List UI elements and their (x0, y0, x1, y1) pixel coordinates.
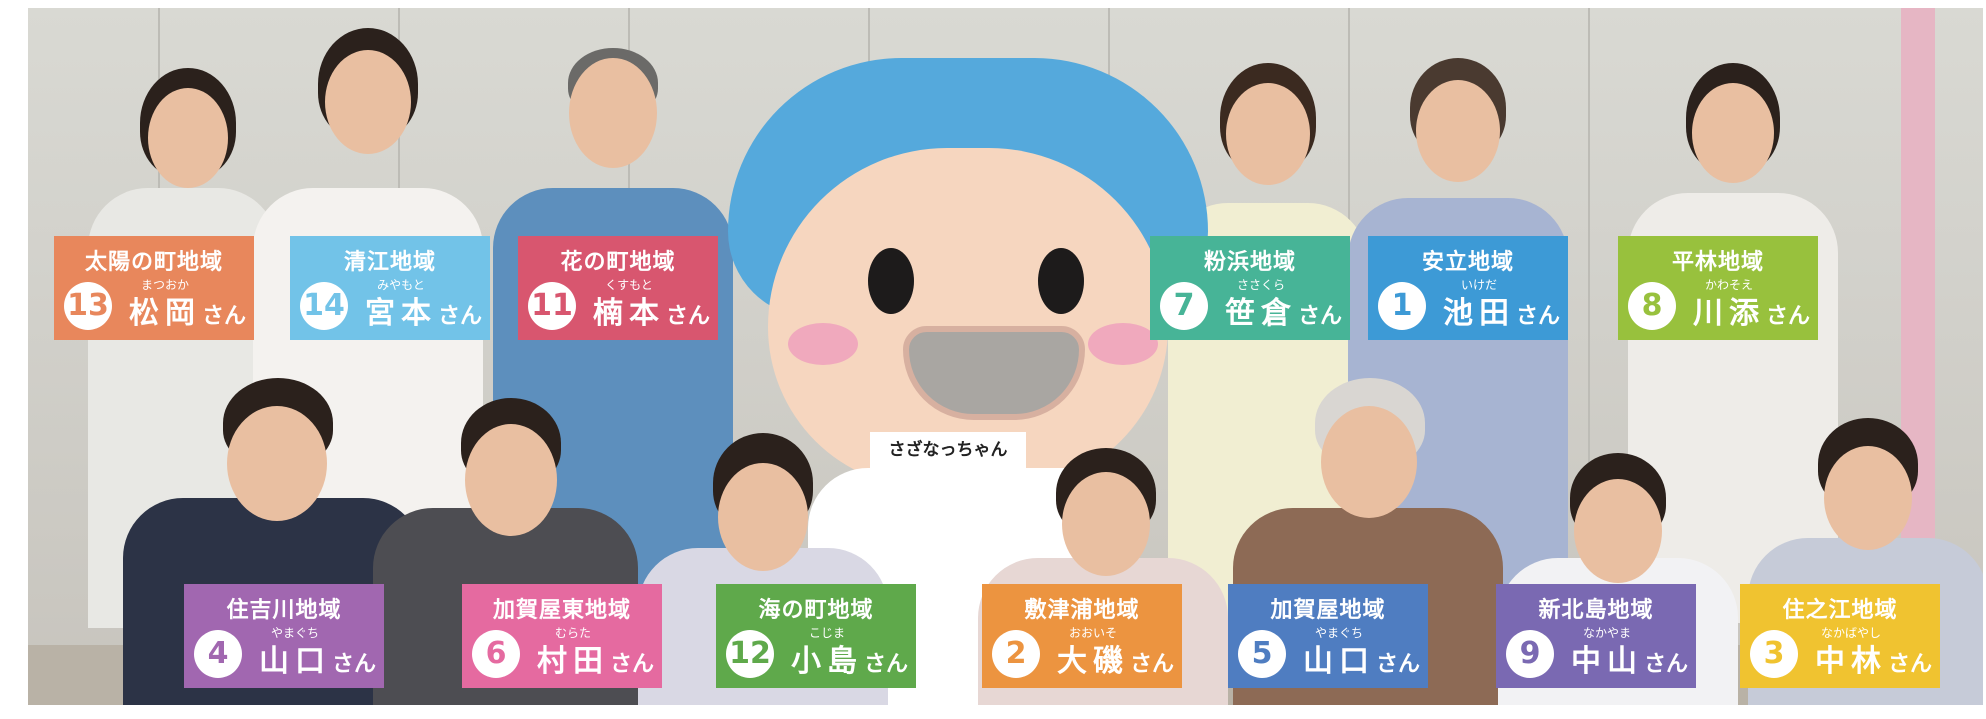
surname: 村田 (537, 644, 609, 679)
mascot-left-cheek (788, 323, 858, 365)
mascot-left-eye (868, 248, 914, 314)
surname: 楠本 (593, 296, 665, 331)
area-name: 敷津浦地域 (1024, 598, 1140, 623)
area-number-badge: 11 (528, 282, 576, 330)
area-number-badge: 3 (1750, 630, 1798, 678)
area-number-badge: 9 (1506, 630, 1554, 678)
area-label-matsuoka: 太陽の町地域 13 まつおか 松岡 さん (54, 236, 254, 340)
honorific: さん (1515, 304, 1560, 329)
area-label-sasakura: 粉浜地域 7 ささくら 笹倉 さん (1150, 236, 1350, 340)
area-name: 平林地域 (1671, 250, 1764, 275)
surname-furigana: まつおか (140, 278, 189, 292)
person-front-3 (638, 433, 888, 705)
area-name: 新北島地域 (1538, 598, 1654, 623)
area-label-kojima: 海の町地域 12 こじま 小島 さん (716, 584, 916, 688)
mascot-right-eye (1038, 248, 1084, 314)
area-label-kawasoe: 平林地域 8 かわそえ 川添 さん (1618, 236, 1818, 340)
surname: 中林 (1815, 644, 1887, 679)
area-name: 加賀屋東地域 (492, 598, 631, 623)
area-label-miyamoto: 清江地域 14 みやもと 宮本 さん (290, 236, 490, 340)
surname-furigana: かわそえ (1704, 278, 1753, 292)
surname: 中山 (1571, 644, 1643, 679)
area-name: 花の町地域 (560, 250, 676, 275)
area-label-kusumoto: 花の町地域 11 くすもと 楠本 さん (518, 236, 718, 340)
honorific: さん (437, 304, 482, 329)
area-label-murata: 加賀屋東地域 6 むらた 村田 さん (462, 584, 662, 688)
area-number-badge: 14 (300, 282, 348, 330)
surname: 笹倉 (1225, 296, 1297, 331)
area-name: 住之江地域 (1782, 598, 1898, 623)
honorific: さん (1375, 652, 1420, 677)
surname: 川添 (1693, 296, 1765, 331)
honorific: さん (201, 304, 246, 329)
cabinet-seam (1588, 8, 1590, 705)
area-label-oiso: 敷津浦地域 2 おおいそ 大磯 さん (982, 584, 1182, 688)
area-label-yamaguchi-4: 住吉川地域 4 やまぐち 山口 さん (184, 584, 384, 688)
area-name: 住吉川地域 (226, 598, 342, 623)
area-label-nakabayashi: 住之江地域 3 なかばやし 中林 さん (1740, 584, 1940, 688)
area-number-badge: 8 (1628, 282, 1676, 330)
surname-furigana: むらた (554, 626, 591, 640)
area-name: 海の町地域 (758, 598, 874, 623)
honorific: さん (1643, 652, 1688, 677)
surname-furigana: なかばやし (1820, 626, 1881, 640)
area-number-badge: 12 (726, 630, 774, 678)
surname: 大磯 (1057, 644, 1129, 679)
area-number-badge: 7 (1160, 282, 1208, 330)
honorific: さん (1887, 652, 1932, 677)
honorific: さん (665, 304, 710, 329)
area-number-badge: 6 (472, 630, 520, 678)
surname: 山口 (259, 644, 331, 679)
area-name: 加賀屋地域 (1270, 598, 1386, 623)
surname: 小島 (791, 644, 863, 679)
surname-furigana: やまぐち (270, 626, 319, 640)
surname-furigana: くすもと (605, 278, 653, 292)
area-number-badge: 4 (194, 630, 242, 678)
surname-furigana: こじま (808, 626, 845, 640)
honorific: さん (331, 652, 376, 677)
area-label-nakayama: 新北島地域 9 なかやま 中山 さん (1496, 584, 1696, 688)
surname: 池田 (1443, 296, 1515, 331)
surname-furigana: なかやま (1582, 626, 1631, 640)
area-name: 粉浜地域 (1203, 250, 1296, 275)
surname-furigana: ささくら (1236, 278, 1285, 292)
area-name: 安立地域 (1421, 250, 1514, 275)
surname-furigana: おおいそ (1068, 626, 1117, 640)
honorific: さん (1765, 304, 1810, 329)
surname: 松岡 (129, 296, 201, 331)
area-label-yamaguchi-5: 加賀屋地域 5 やまぐち 山口 さん (1228, 584, 1428, 688)
area-number-badge: 5 (1238, 630, 1286, 678)
area-name: 太陽の町地域 (84, 250, 223, 275)
surname: 山口 (1303, 644, 1375, 679)
surname-furigana: みやもと (377, 278, 425, 292)
honorific: さん (609, 652, 654, 677)
honorific: さん (1129, 652, 1174, 677)
honorific: さん (863, 652, 908, 677)
honorific: さん (1297, 304, 1342, 329)
mascot-face (768, 148, 1168, 488)
area-label-ikeda: 安立地域 1 いけだ 池田 さん (1368, 236, 1568, 340)
area-number-badge: 2 (992, 630, 1040, 678)
area-name: 清江地域 (343, 250, 436, 275)
mascot-right-cheek (1088, 323, 1158, 365)
mascot-name-tag: さざなっちゃん (870, 432, 1026, 468)
area-number-badge: 13 (64, 282, 112, 330)
surname-furigana: いけだ (1460, 278, 1497, 292)
area-number-badge: 1 (1378, 282, 1426, 330)
surname-furigana: やまぐち (1314, 626, 1363, 640)
surname: 宮本 (365, 296, 437, 331)
